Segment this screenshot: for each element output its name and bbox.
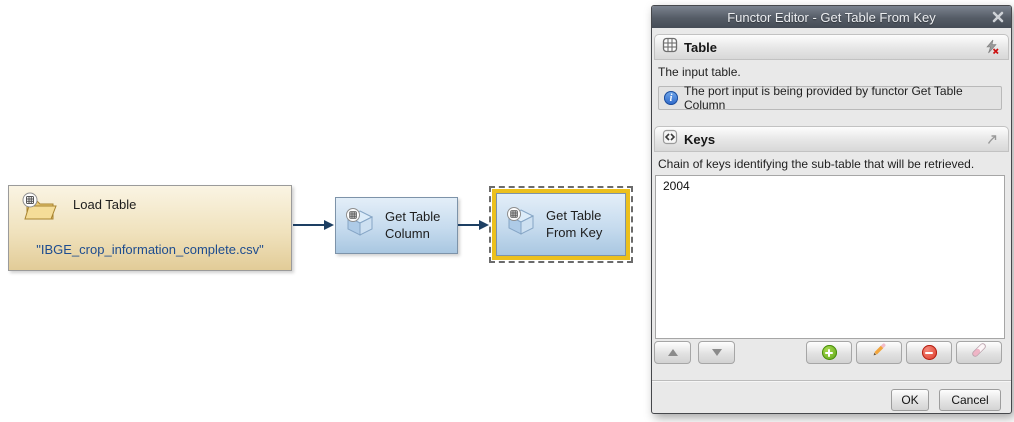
- edit-icon: [871, 342, 887, 363]
- keys-section-label: Keys: [684, 131, 716, 147]
- disconnect-icon[interactable]: [983, 38, 1001, 56]
- clear-keys-button[interactable]: [956, 341, 1002, 364]
- node-title: Load Table: [73, 197, 137, 212]
- edge-load-to-column-arrowhead: [324, 220, 334, 230]
- ok-button[interactable]: OK: [891, 389, 929, 411]
- node-get-table-column[interactable]: Get Table Column: [335, 197, 458, 254]
- table-port-infobox: i The port input is being provided by fu…: [658, 84, 1002, 112]
- keys-icon: [662, 129, 678, 150]
- table-port-info-text: The port input is being provided by func…: [684, 84, 963, 112]
- functor-editor-dialog: Functor Editor - Get Table From Key T: [651, 5, 1012, 414]
- node-get-table-from-key[interactable]: Get Table From Key: [496, 193, 626, 256]
- table-section-label: Table: [684, 39, 717, 55]
- dialog-title: Functor Editor - Get Table From Key: [727, 9, 936, 25]
- node-file-path: "IBGE_crop_information_complete.csv": [36, 242, 264, 257]
- table-section-description: The input table.: [658, 65, 741, 79]
- edge-load-to-column: [293, 224, 324, 226]
- edge-column-to-key-arrowhead: [479, 220, 489, 230]
- node-selection-marquee: Get Table From Key: [489, 186, 633, 263]
- dialog-titlebar[interactable]: Functor Editor - Get Table From Key: [652, 6, 1011, 28]
- add-key-button[interactable]: [806, 341, 852, 364]
- remove-key-button[interactable]: [906, 341, 952, 364]
- key-list-item[interactable]: 2004: [663, 179, 690, 193]
- edge-column-to-key: [458, 224, 479, 226]
- add-icon: [821, 345, 837, 360]
- edit-key-button[interactable]: [856, 341, 902, 364]
- clear-icon: [971, 342, 987, 363]
- remove-icon: [921, 345, 937, 360]
- move-down-button[interactable]: [698, 341, 735, 364]
- open-folder-table-icon: [21, 192, 59, 229]
- close-icon[interactable]: [989, 9, 1006, 25]
- cube-table-icon: [344, 207, 376, 244]
- down-icon: [711, 349, 722, 356]
- node-title: Get Table From Key: [546, 208, 603, 240]
- keys-section-description: Chain of keys identifying the sub-table …: [658, 157, 975, 171]
- node-title: Get Table Column: [385, 209, 441, 241]
- keys-list[interactable]: 2004: [655, 175, 1005, 339]
- node-load-table-header: Load Table: [21, 192, 136, 229]
- connect-icon[interactable]: [983, 130, 1001, 148]
- keys-section-header[interactable]: Keys: [654, 126, 1009, 152]
- footer-separator: [652, 380, 1011, 382]
- cube-table-icon: [505, 206, 537, 243]
- cancel-button[interactable]: Cancel: [939, 389, 1001, 411]
- move-up-button[interactable]: [654, 341, 691, 364]
- node-selection-highlight: Get Table From Key: [492, 189, 630, 260]
- node-load-table[interactable]: Load Table "IBGE_crop_information_comple…: [8, 185, 292, 271]
- info-icon: i: [664, 91, 678, 105]
- table-section-header[interactable]: Table: [654, 34, 1009, 60]
- table-icon: [662, 37, 678, 58]
- up-icon: [667, 349, 678, 356]
